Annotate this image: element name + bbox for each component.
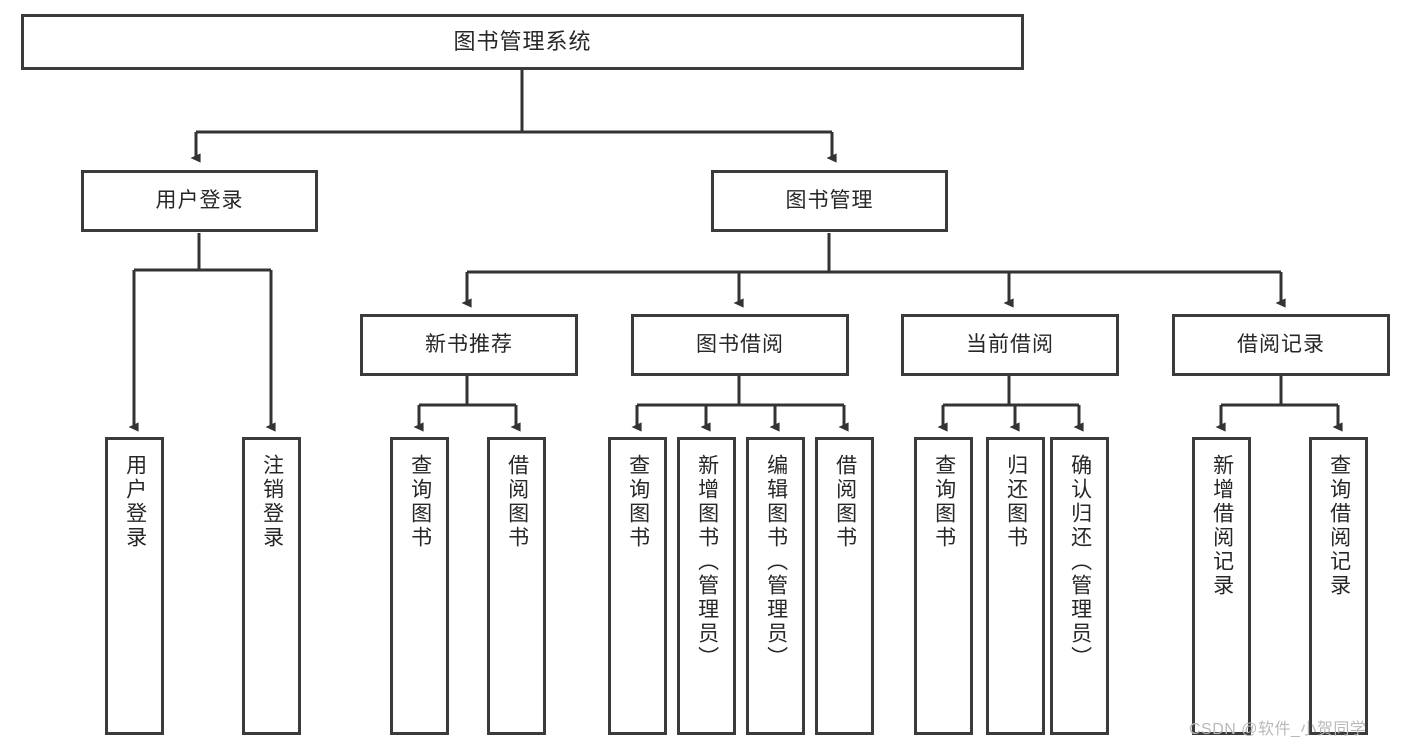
node-label: 归还图书	[1004, 454, 1028, 550]
leaf-node-borrow-book-1[interactable]: 借阅图书	[487, 437, 546, 735]
leaf-node-user-login[interactable]: 用户登录	[105, 437, 164, 735]
node-book-management[interactable]: 图书管理	[711, 170, 948, 232]
node-label: 查询图书	[932, 454, 956, 550]
node-label: 注销登录	[260, 454, 284, 550]
leaf-node-query-book-2[interactable]: 查询图书	[608, 437, 667, 735]
node-borrow-record[interactable]: 借阅记录	[1172, 314, 1390, 376]
node-new-book-recommend[interactable]: 新书推荐	[360, 314, 578, 376]
leaf-node-add-record[interactable]: 新增借阅记录	[1192, 437, 1251, 735]
leaf-node-edit-book[interactable]: 编辑图书（管理员）	[746, 437, 805, 735]
leaf-node-borrow-book-2[interactable]: 借阅图书	[815, 437, 874, 735]
leaf-node-query-book-3[interactable]: 查询图书	[914, 437, 973, 735]
leaf-node-query-book-1[interactable]: 查询图书	[390, 437, 449, 735]
node-label: 查询借阅记录	[1327, 454, 1351, 598]
node-label: 查询图书	[626, 454, 650, 550]
node-label: 当前借阅	[966, 332, 1054, 356]
node-label: 查询图书	[408, 454, 432, 550]
node-book-borrow[interactable]: 图书借阅	[631, 314, 849, 376]
node-book-management-system[interactable]: 图书管理系统	[21, 14, 1024, 70]
leaf-node-add-book[interactable]: 新增图书（管理员）	[677, 437, 736, 735]
leaf-node-confirm-return[interactable]: 确认归还（管理员）	[1050, 437, 1109, 735]
node-label: 新增借阅记录	[1210, 454, 1234, 598]
node-label: 编辑图书（管理员）	[764, 454, 788, 670]
leaf-node-return-book[interactable]: 归还图书	[986, 437, 1045, 735]
node-label: 图书管理系统	[453, 29, 592, 55]
node-label: 图书借阅	[696, 332, 784, 356]
leaf-node-logout[interactable]: 注销登录	[242, 437, 301, 735]
node-label: 用户登录	[155, 188, 244, 212]
node-label: 用户登录	[123, 454, 147, 550]
node-user-login[interactable]: 用户登录	[81, 170, 318, 232]
leaf-node-query-record[interactable]: 查询借阅记录	[1309, 437, 1368, 735]
node-label: 确认归还（管理员）	[1068, 454, 1092, 670]
node-label: 借阅图书	[833, 454, 857, 550]
node-label: 借阅记录	[1237, 332, 1325, 356]
node-label: 新增图书（管理员）	[695, 454, 719, 670]
node-label: 图书管理	[785, 188, 874, 212]
node-label: 借阅图书	[505, 454, 529, 550]
node-current-borrow[interactable]: 当前借阅	[901, 314, 1119, 376]
node-label: 新书推荐	[425, 332, 513, 356]
